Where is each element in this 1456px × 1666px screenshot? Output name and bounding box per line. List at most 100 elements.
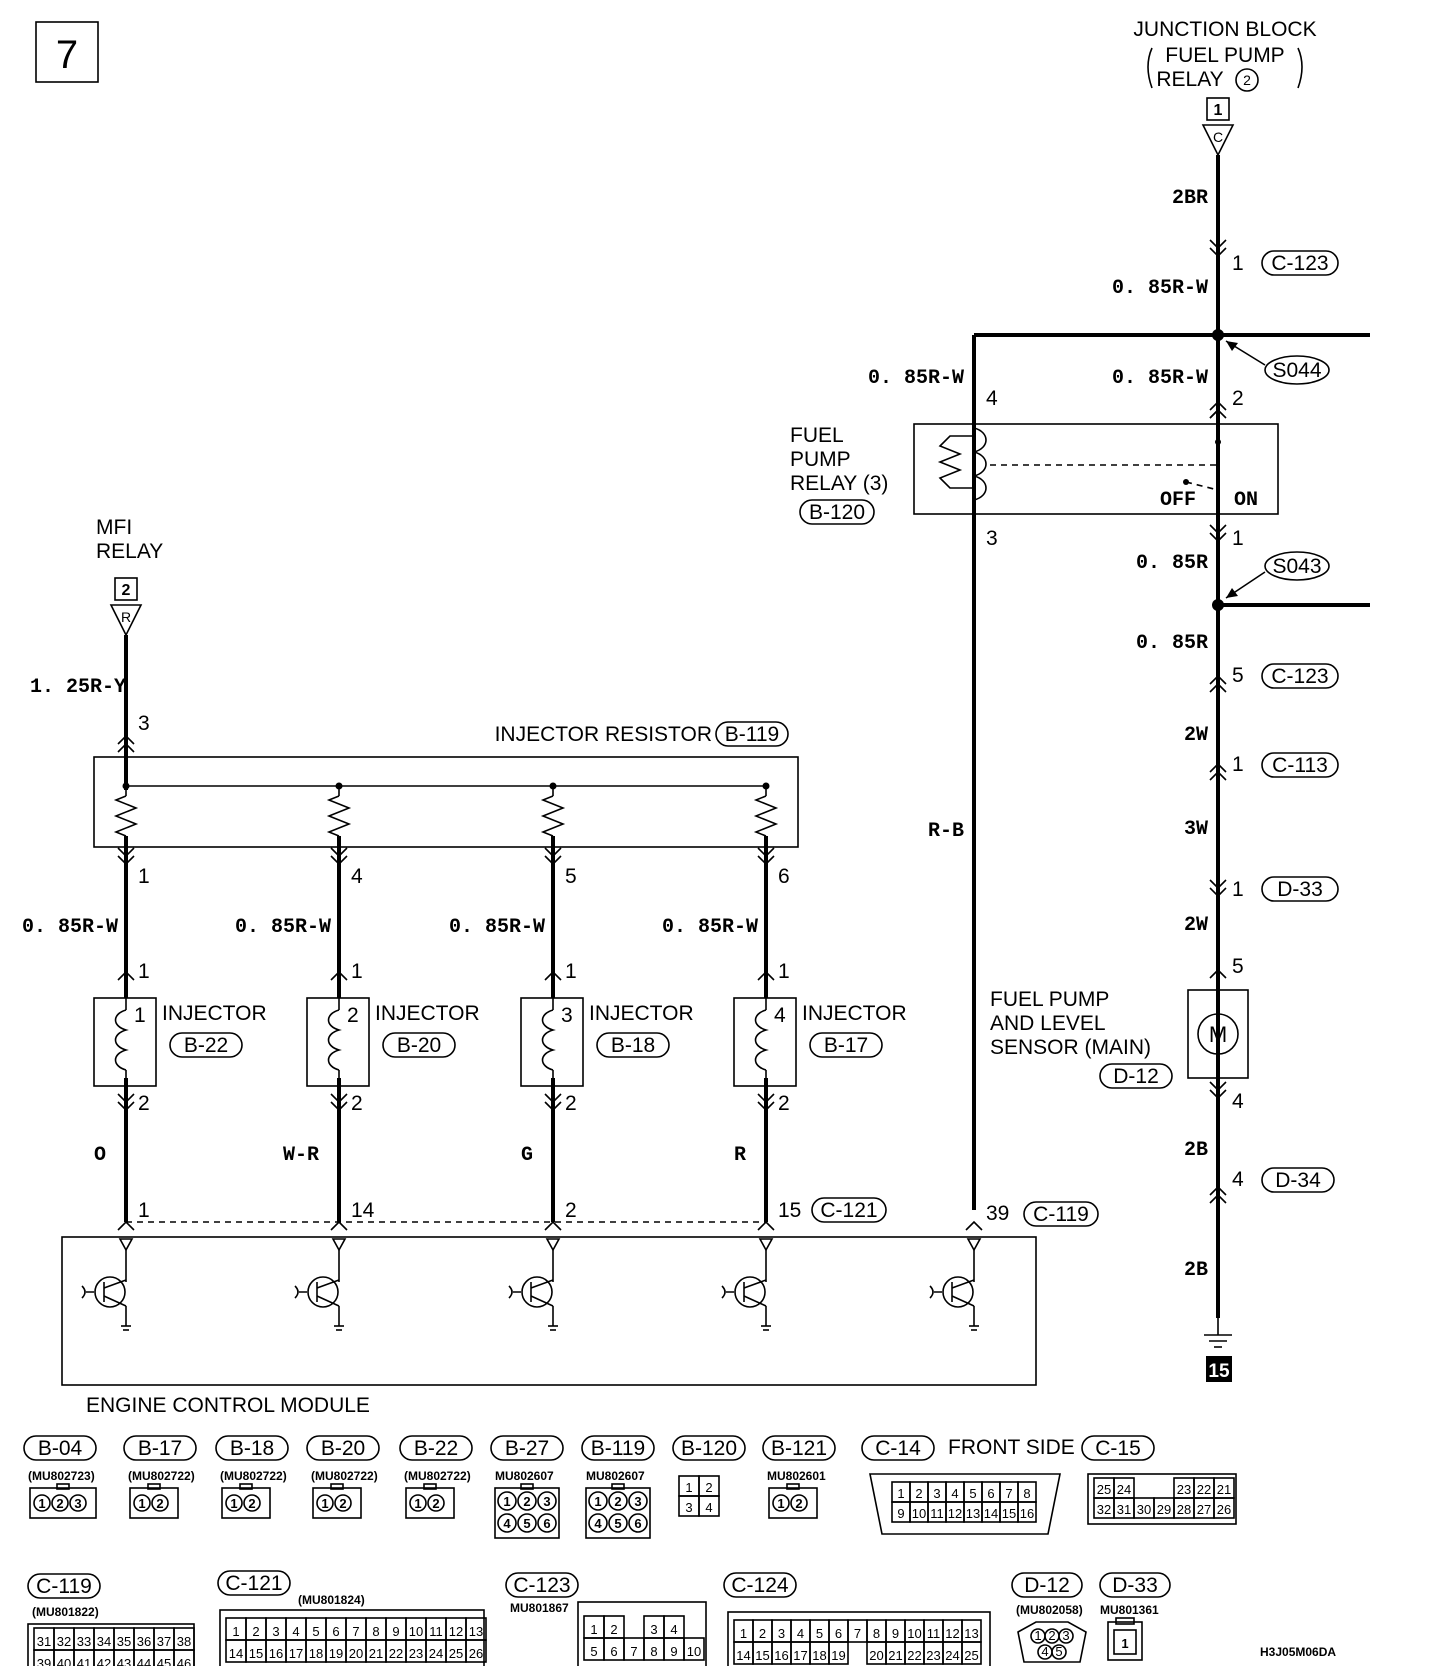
pin-number: 27 (1197, 1502, 1211, 1517)
pin-number: 25 (964, 1648, 978, 1663)
legend-part: MU801361 (1100, 1603, 1159, 1617)
pin-number: 6 (610, 1644, 617, 1659)
svg-text:PUMP: PUMP (790, 448, 851, 471)
svg-text:D-12: D-12 (1113, 1065, 1159, 1088)
pin-number: 8 (372, 1624, 379, 1639)
pin-number: 32 (57, 1634, 71, 1649)
injector-body (520, 997, 584, 1087)
legend-part: (MU802723) (28, 1469, 95, 1483)
legend-tag (23, 1435, 97, 1461)
legend-tag (215, 1435, 289, 1461)
ecm-pin: 1 (138, 1199, 150, 1222)
injector-top-pin: 1 (138, 960, 150, 983)
svg-text:B-119: B-119 (725, 723, 779, 746)
pin-number: 5 (312, 1624, 319, 1639)
svg-text:0. 85R-W: 0. 85R-W (1112, 277, 1208, 300)
ecm-transistor-2 (294, 1238, 347, 1331)
svg-text:2W: 2W (1184, 914, 1208, 937)
pin-number: 13 (964, 1626, 978, 1641)
legend-tag-label: B-20 (321, 1437, 365, 1460)
svg-text:C-123: C-123 (1271, 665, 1328, 688)
fuel-pump-relay: FUEL PUMP RELAY (3) B-120 OFF ON (790, 423, 1279, 525)
pin-number: 8 (1023, 1486, 1030, 1501)
legend-part: (MU802722) (128, 1469, 195, 1483)
pin-number: 3 (74, 1496, 81, 1511)
injector-feed-wire: 0. 85R-W (449, 916, 545, 939)
resistor-2 (326, 795, 352, 837)
pin-number: 23 (1177, 1482, 1191, 1497)
pin-number: 2 (339, 1496, 346, 1511)
pin-cell (828, 1641, 849, 1665)
injector-label: INJECTOR (375, 1002, 480, 1025)
pin-number: 6 (332, 1624, 339, 1639)
svg-text:4: 4 (1232, 1090, 1244, 1113)
pin-number: 1 (230, 1496, 237, 1511)
pin-number: 3 (650, 1622, 657, 1637)
pin-number: 15 (249, 1646, 263, 1661)
injector-feed-wire: 0. 85R-W (235, 916, 331, 939)
pin-number: 2 (614, 1494, 621, 1509)
pin-number: 15 (1002, 1506, 1016, 1521)
svg-text:0. 85R: 0. 85R (1136, 552, 1208, 575)
pin-number: 37 (157, 1634, 171, 1649)
pin-number: 2 (1048, 1628, 1055, 1643)
svg-text:2: 2 (1232, 387, 1244, 410)
pin-number: 34 (97, 1634, 111, 1649)
injector-output-wire: G (521, 1144, 533, 1167)
pin-cell (465, 1639, 487, 1663)
injector-bottom-pin: 2 (351, 1092, 363, 1115)
splice-s044: S044 (1225, 340, 1330, 385)
pin-number: 18 (812, 1648, 826, 1663)
pin-number: 2 (795, 1496, 802, 1511)
pin-number: 2 (610, 1622, 617, 1637)
legend-tag (306, 1435, 380, 1461)
injector-label: INJECTOR (802, 1002, 907, 1025)
pin-number: 2 (56, 1496, 63, 1511)
pin-number: 7 (630, 1644, 637, 1659)
pin-number: 3 (778, 1626, 785, 1641)
ecm-transistor-3 (508, 1238, 561, 1331)
pin-number: 42 (97, 1656, 111, 1666)
pin-number: 5 (969, 1486, 976, 1501)
injector-number: 1 (134, 1004, 146, 1027)
svg-text:RELAY: RELAY (96, 540, 163, 563)
svg-text:2: 2 (1243, 72, 1251, 88)
svg-text:C-123: C-123 (1271, 252, 1328, 275)
pin-number: 29 (1157, 1502, 1171, 1517)
pin-number: 2 (759, 1626, 766, 1641)
pin-number: 4 (594, 1516, 602, 1531)
pin-number: 7 (352, 1624, 359, 1639)
pin-number: 20 (869, 1648, 883, 1663)
pin-number: 38 (177, 1634, 191, 1649)
pin-number: 14 (229, 1646, 243, 1661)
pin-number: 2 (915, 1486, 922, 1501)
injector-label: INJECTOR (162, 1002, 267, 1025)
legend-tag (399, 1435, 473, 1461)
injector-connector-label: B-18 (611, 1034, 655, 1057)
svg-text:D-34: D-34 (1275, 1169, 1321, 1192)
svg-text:3: 3 (986, 527, 998, 550)
pin-number: 36 (137, 1634, 151, 1649)
injector-connector-label: B-22 (184, 1034, 228, 1057)
pin-number: 3 (272, 1624, 279, 1639)
injector-number: 4 (774, 1004, 786, 1027)
pin-number: 1 (321, 1496, 328, 1511)
pin-number: 2 (523, 1494, 530, 1509)
resistor-4 (753, 795, 779, 837)
svg-text:1: 1 (1232, 252, 1244, 275)
pin-number: 19 (329, 1646, 343, 1661)
pin-number: 39 (37, 1656, 51, 1666)
svg-text:3W: 3W (1184, 818, 1208, 841)
pin-number: 3 (543, 1494, 550, 1509)
pin-cell (1213, 1497, 1235, 1519)
pin-number: 4 (503, 1516, 511, 1531)
